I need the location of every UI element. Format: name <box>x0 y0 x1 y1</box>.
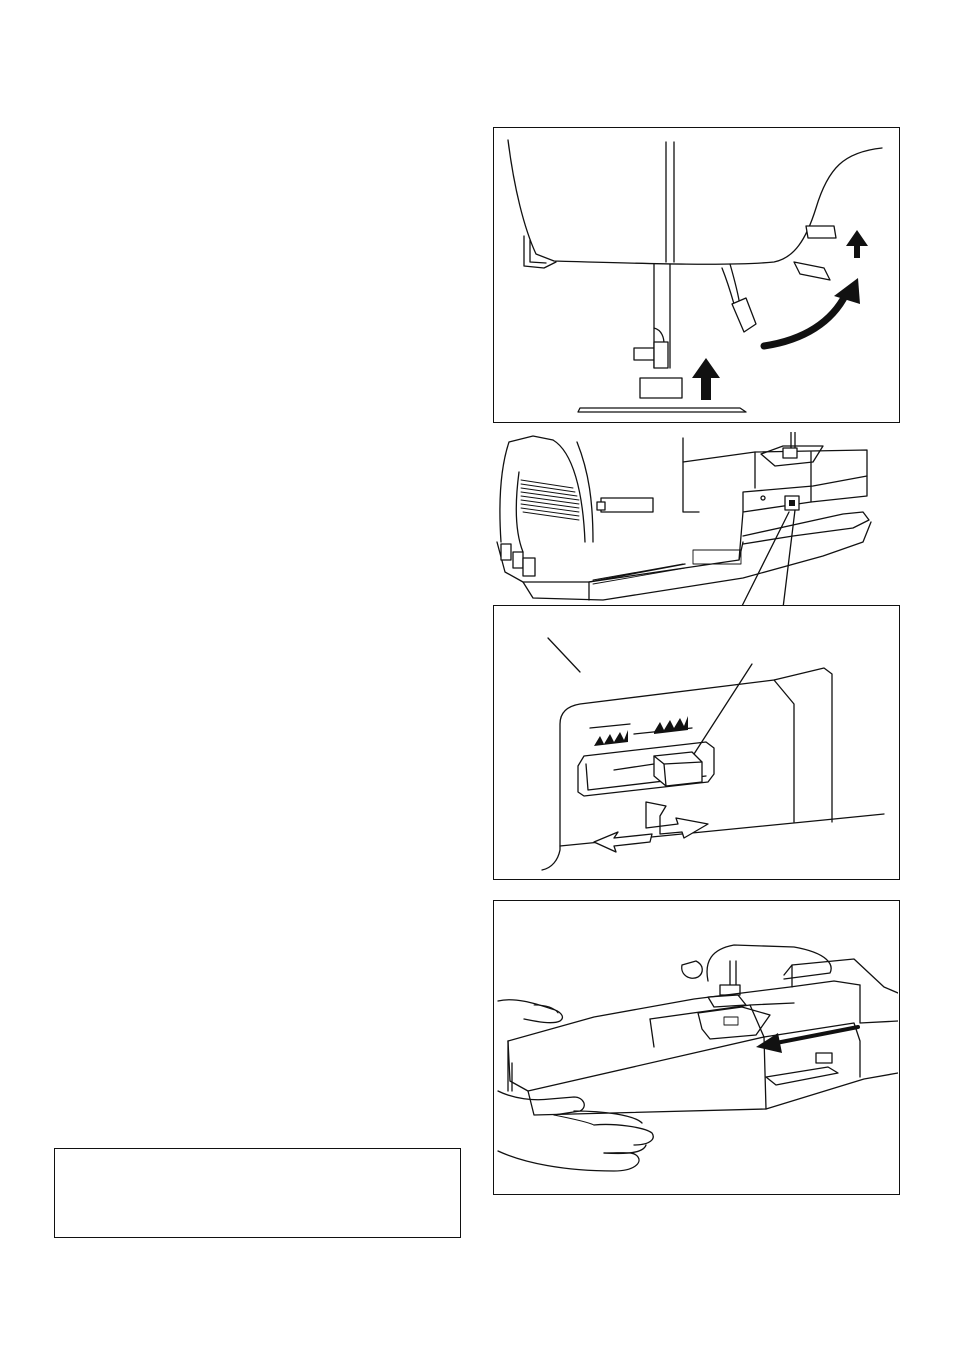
remove-extension-table-illustration <box>494 901 898 1193</box>
drop-feed-lever-detail-illustration <box>494 606 898 878</box>
note-box-text <box>55 1149 460 1173</box>
figure-drop-feed-lever <box>493 605 900 880</box>
figure-machine-rear <box>493 432 900 610</box>
note-box <box>54 1148 461 1238</box>
figure-presser-foot-lifter <box>493 127 900 423</box>
sewing-machine-rear-illustration <box>493 432 900 610</box>
presser-foot-lift-illustration <box>494 128 898 421</box>
figure-remove-extension-table <box>493 900 900 1195</box>
